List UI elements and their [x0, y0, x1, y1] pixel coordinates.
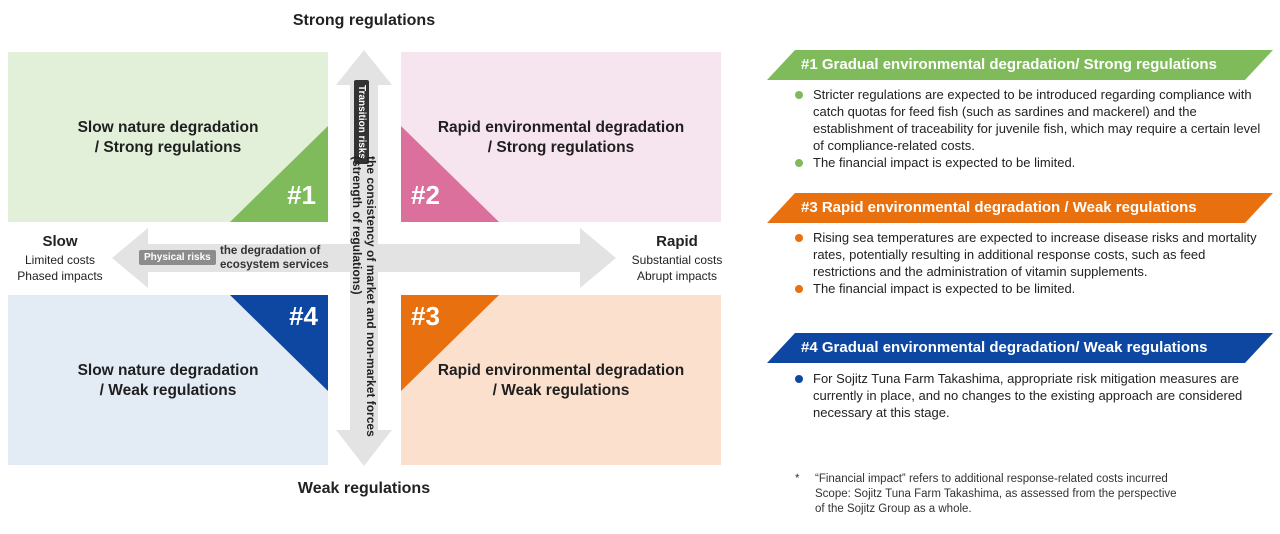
bullet-icon	[795, 91, 803, 99]
quadrant-2-triangle	[401, 126, 499, 222]
physical-risks-tag: Physical risks	[139, 250, 216, 265]
quadrant-3: Rapid environmental degradation / Weak r…	[401, 295, 721, 465]
scenario-3-header: #3 Rapid environmental degradation / Wea…	[767, 193, 1273, 223]
axis-left-label: Slow Limited costs Phased impacts	[10, 232, 110, 284]
transition-risks-tag: Transition risks	[354, 80, 369, 164]
axis-arrows	[112, 50, 616, 466]
quadrant-2-subtitle: / Strong regulations	[487, 139, 635, 156]
axis-bottom-label: Weak regulations	[297, 480, 431, 497]
quadrant-3-subtitle: / Weak regulations	[492, 382, 630, 399]
scenario-1-banner	[767, 50, 1273, 80]
rapid-title: Rapid	[656, 233, 698, 250]
quadrant-4-subtitle: / Weak regulations	[99, 382, 237, 399]
list-item: The financial impact is expected to be l…	[795, 154, 1265, 171]
quadrant-1-title: Slow nature degradation	[77, 119, 259, 136]
scenario-1-header: #1 Gradual environmental degradation/ St…	[767, 50, 1273, 80]
bullet-icon	[795, 234, 803, 242]
list-item: Stricter regulations are expected to be …	[795, 86, 1265, 154]
scenario-4-title: #4 Gradual environmental degradation/ We…	[801, 339, 1208, 356]
quadrant-3-title: Rapid environmental degradation	[437, 362, 685, 379]
scenario-4-bullets: For Sojitz Tuna Farm Takashima, appropri…	[795, 370, 1265, 421]
bullet-icon	[795, 285, 803, 293]
quadrant-1-number: #1	[287, 180, 316, 210]
scenario-3-banner	[767, 193, 1273, 223]
scenario-3-title: #3 Rapid environmental degradation / Wea…	[801, 199, 1197, 216]
quadrant-2: Rapid environmental degradation / Strong…	[401, 52, 721, 222]
bullet-icon	[795, 375, 803, 383]
quadrant-1-triangle	[230, 126, 328, 222]
bullet-icon	[795, 159, 803, 167]
quadrant-3-number: #3	[411, 301, 440, 331]
list-item: For Sojitz Tuna Farm Takashima, appropri…	[795, 370, 1265, 421]
scenario-4-banner	[767, 333, 1273, 363]
quadrant-4-number: #4	[289, 301, 318, 331]
footnote-marker: *	[795, 473, 800, 485]
scenario-3-bullets: Rising sea temperatures are expected to …	[795, 229, 1265, 297]
axis-top-label: Strong regulations	[292, 12, 436, 29]
slow-title: Slow	[42, 233, 78, 250]
scenario-1-bullets: Stricter regulations are expected to be …	[795, 86, 1265, 171]
vertical-arrow-labels: Transition risks	[354, 80, 372, 164]
quadrant-4-triangle	[230, 295, 328, 391]
footnote: * “Financial impact” refers to additiona…	[795, 473, 1177, 515]
transition-risks-description: the consistency of market and non-market…	[350, 156, 378, 437]
quadrant-2-title: Rapid environmental degradation	[437, 119, 685, 136]
quadrant-3-triangle	[401, 295, 499, 391]
list-item: The financial impact is expected to be l…	[795, 280, 1265, 297]
quadrant-1-subtitle: / Strong regulations	[94, 139, 242, 156]
quadrant-2-number: #2	[411, 180, 440, 210]
quadrant-4: Slow nature degradation / Weak regulatio…	[8, 295, 328, 465]
scenario-4-header: #4 Gradual environmental degradation/ We…	[767, 333, 1273, 363]
list-item: Rising sea temperatures are expected to …	[795, 229, 1265, 280]
quadrant-4-title: Slow nature degradation	[77, 362, 259, 379]
quadrant-1: Slow nature degradation / Strong regulat…	[8, 52, 328, 222]
axis-right-label: Rapid Substantial costs Abrupt impacts	[622, 232, 732, 284]
vertical-double-arrow	[336, 50, 392, 466]
scenario-1-title: #1 Gradual environmental degradation/ St…	[801, 56, 1217, 73]
physical-risks-description: the degradation of ecosystem services	[220, 245, 329, 271]
